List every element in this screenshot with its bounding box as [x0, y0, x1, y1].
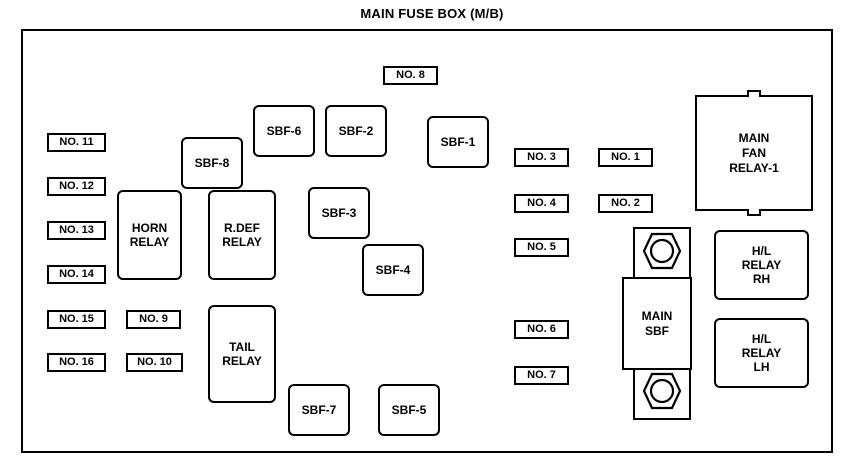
fan-relay-label-line: MAIN — [738, 130, 770, 145]
relay-label-line: RELAY — [741, 257, 782, 272]
relay-label-line: HORN — [131, 220, 168, 235]
fuse-plate-no-13[interactable]: NO. 13 — [47, 221, 106, 240]
fuse-plate-no-1[interactable]: NO. 1 — [598, 148, 653, 167]
main-sbf-bottom-bolt-icon — [642, 372, 682, 410]
main-sbf-label-line: MAIN — [641, 308, 673, 323]
relay-label-line: RELAY — [741, 345, 782, 360]
sbf-box-sbf-7[interactable]: SBF-7 — [288, 384, 350, 436]
fuse-plate-no-15[interactable]: NO. 15 — [47, 310, 106, 329]
fuse-plate-no-2[interactable]: NO. 2 — [598, 194, 653, 213]
fan-relay-bottom-tab-icon — [747, 209, 761, 216]
fuse-plate-no-11[interactable]: NO. 11 — [47, 133, 106, 152]
fuse-plate-no-6[interactable]: NO. 6 — [514, 320, 569, 339]
fuse-plate-no-8[interactable]: NO. 8 — [383, 66, 438, 85]
relay-label-line: TAIL — [229, 339, 255, 354]
sbf-box-sbf-1[interactable]: SBF-1 — [427, 116, 489, 168]
relay-label-line: RELAY — [129, 235, 170, 249]
fuse-plate-no-16[interactable]: NO. 16 — [47, 353, 106, 372]
sbf-box-sbf-2[interactable]: SBF-2 — [325, 105, 387, 157]
fuse-plate-no-5[interactable]: NO. 5 — [514, 238, 569, 257]
relay-label-line: LH — [753, 360, 770, 375]
relay-label-line: R.DEF — [224, 220, 260, 235]
sbf-box-sbf-3[interactable]: SBF-3 — [308, 187, 370, 239]
relay-label-line: RH — [752, 272, 771, 287]
fuse-plate-no-4[interactable]: NO. 4 — [514, 194, 569, 213]
main-sbf-label-line: SBF — [645, 323, 669, 338]
sbf-box-sbf-6[interactable]: SBF-6 — [253, 105, 315, 157]
fan-relay-label-line: RELAY-1 — [729, 160, 779, 175]
fan-relay-top-tab-icon — [747, 90, 761, 97]
fuse-plate-no-10[interactable]: NO. 10 — [126, 353, 183, 372]
sbf-box-sbf-8[interactable]: SBF-8 — [181, 137, 243, 189]
sbf-box-sbf-4[interactable]: SBF-4 — [362, 244, 424, 296]
relay-label-line: H/L — [751, 331, 772, 346]
fuse-plate-no-14[interactable]: NO. 14 — [47, 265, 106, 284]
relay-label-line: RELAY — [222, 235, 262, 249]
fan-relay-label-line: FAN — [742, 145, 766, 160]
fuse-plate-no-7[interactable]: NO. 7 — [514, 366, 569, 385]
sbf-box-sbf-5[interactable]: SBF-5 — [378, 384, 440, 436]
main-sbf-top-bolt-icon — [642, 232, 682, 270]
relay-label-line: RELAY — [222, 354, 262, 368]
fuse-plate-no-3[interactable]: NO. 3 — [514, 148, 569, 167]
fuse-plate-no-9[interactable]: NO. 9 — [126, 310, 181, 329]
page-title: MAIN FUSE BOX (M/B) — [360, 6, 504, 21]
relay-label-line: H/L — [751, 243, 772, 258]
fuse-plate-no-12[interactable]: NO. 12 — [47, 177, 106, 196]
